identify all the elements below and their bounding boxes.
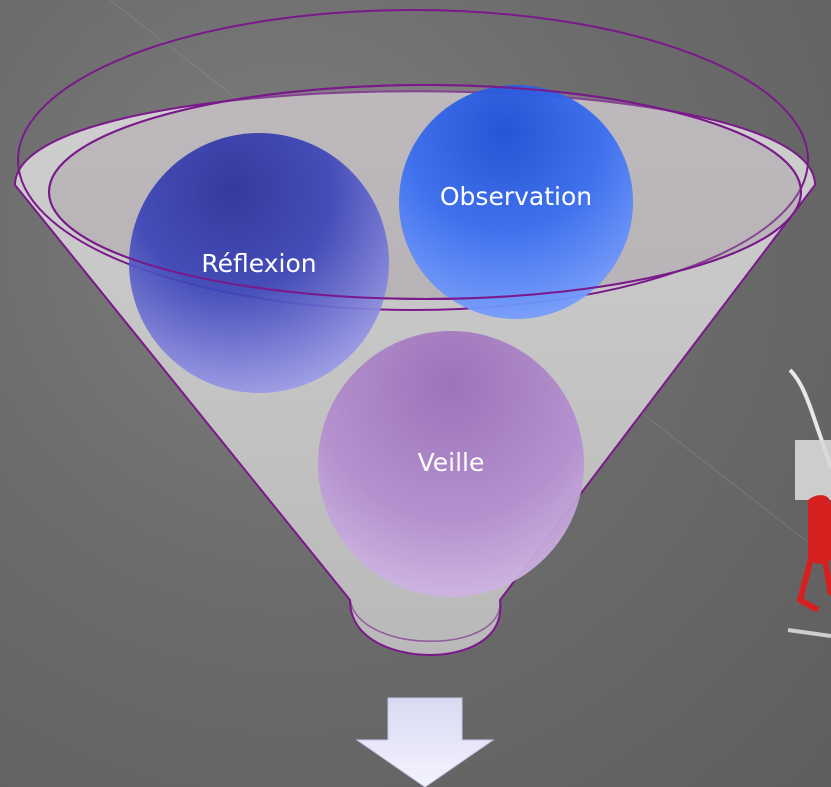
circle-label-reflexion: Réflexion	[201, 249, 316, 278]
funnel-mouth-rim	[48, 84, 802, 300]
funnel-mouth-outer	[17, 9, 809, 311]
circle-label-veille: Veille	[418, 448, 485, 477]
running-figure-icon	[787, 368, 831, 638]
circle-label-observation: Observation	[440, 182, 592, 211]
circle-observation: Observation	[399, 85, 633, 319]
circle-reflexion: Réflexion	[129, 133, 389, 393]
down-arrow-icon	[355, 697, 495, 787]
circle-veille: Veille	[318, 331, 584, 597]
funnel-neck	[349, 599, 501, 642]
